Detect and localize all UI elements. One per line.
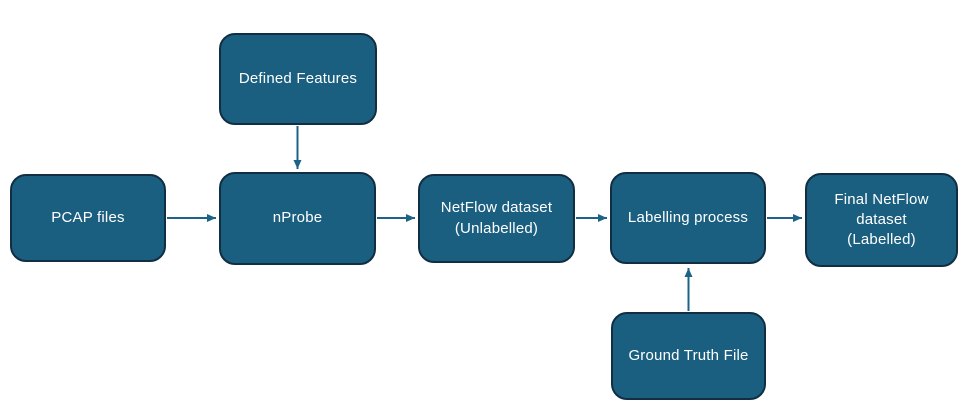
node-netflow-dataset-unlabelled-label: NetFlow dataset (Unlabelled) — [440, 199, 553, 237]
node-defined-features-label: Defined Features — [238, 69, 358, 87]
node-pcap-files-label: PCAP files — [51, 208, 125, 226]
node-final-netflow-dataset-labelled-label: Final NetFlow dataset (Labelled) — [834, 190, 929, 249]
node-pcap-files: PCAP files — [10, 174, 166, 262]
node-netflow-dataset-unlabelled: NetFlow dataset (Unlabelled) — [418, 174, 575, 263]
node-nprobe: nProbe — [219, 172, 376, 265]
node-labelling-process: Labelling process — [610, 172, 766, 264]
node-final-netflow-dataset-labelled: Final NetFlow dataset (Labelled) — [805, 173, 958, 267]
node-labelling-process-label: Labelling process — [627, 208, 749, 226]
node-ground-truth-file: Ground Truth File — [611, 312, 766, 400]
node-defined-features: Defined Features — [219, 33, 377, 125]
node-nprobe-label: nProbe — [272, 209, 323, 227]
node-ground-truth-file-label: Ground Truth File — [628, 346, 749, 364]
